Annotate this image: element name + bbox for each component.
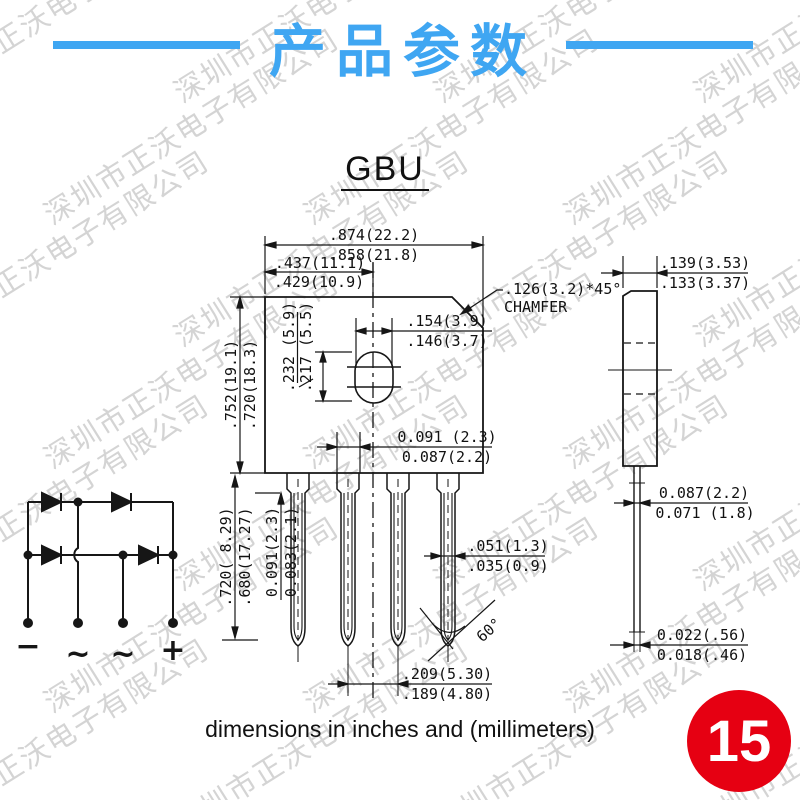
- junction-dots: [23, 497, 178, 628]
- diode: [41, 491, 64, 513]
- dim-hole-height: .232 (5.9) .217 (5.5): [280, 302, 352, 404]
- dim-shoulder-min: 0.083(2.1): [282, 507, 300, 597]
- dim-hole-offset: .437(11.1) .429(10.9): [262, 254, 376, 297]
- dim-lead-root-min: 0.087(2.2): [402, 448, 492, 466]
- dim-body-height-min: .720(18.3): [241, 340, 259, 430]
- page-number: 15: [706, 708, 772, 774]
- dim-pitch-min: .189(4.80): [402, 685, 492, 703]
- dim-hole-offset-max: .437(11.1): [275, 254, 365, 272]
- dim-hole-height-max: .232 (5.9): [280, 302, 298, 392]
- terminal-dot: [168, 618, 178, 628]
- terminal-label-plus: +: [160, 633, 185, 668]
- dim-hole-dia-min: .146(3.7): [406, 332, 487, 350]
- dim-lead-thick-min: 0.071 (1.8): [655, 504, 754, 522]
- dim-lead-width-min: .035(0.9): [467, 557, 548, 575]
- dim-lead-length-max: .720( 8.29): [217, 507, 235, 606]
- chamfer-note: .126(3.2)*45° CHAMFER: [459, 280, 621, 316]
- dim-lead-width: .051(1.3) .035(0.9): [424, 537, 549, 575]
- dim-hole-height-min: .217 (5.5): [297, 302, 315, 392]
- mounting-hole: [354, 351, 394, 404]
- terminal-dot: [118, 618, 128, 628]
- dim-tip-angle: 60°: [419, 599, 505, 662]
- dim-shoulder: 0.091(2.3) 0.083(2.1): [255, 490, 300, 600]
- dim-depth-min: .133(3.37): [660, 274, 750, 292]
- caption: dimensions in inches and (millimeters): [205, 716, 595, 742]
- terminal-label-minus: −: [15, 629, 40, 664]
- dim-tip-thick-max: 0.022(.56): [657, 626, 747, 644]
- product-title: GBU: [336, 150, 434, 191]
- dim-hole-diameter: .154(3.9) .146(3.7): [353, 312, 492, 368]
- page-title: 产品参数: [269, 20, 537, 84]
- dim-body-width: .874(22.2) .858(21.8): [262, 226, 486, 326]
- dim-hole-dia-max: .154(3.9): [406, 312, 487, 330]
- bridge-schematic: − ~ ~ +: [15, 491, 186, 672]
- dim-body-height: .752(19.1) .720(18.3): [222, 294, 265, 476]
- dim-lead-width-max: .051(1.3): [467, 537, 548, 555]
- dim-body-width-max: .874(22.2): [329, 226, 419, 244]
- page-number-badge: 15: [687, 690, 791, 792]
- diode: [138, 544, 161, 566]
- dim-lead-root-max: 0.091 (2.3): [397, 428, 496, 446]
- dim-depth-max: .139(3.53): [660, 254, 750, 272]
- terminal-dot: [23, 618, 33, 628]
- dim-pitch-max: .209(5.30): [402, 665, 492, 683]
- dim-lead-length-min: .680(17.27): [236, 507, 254, 606]
- dim-lead-length: .720( 8.29) .680(17.27): [217, 473, 258, 641]
- terminal-label-ac2: ~: [110, 637, 135, 672]
- dim-lead-thick-max: 0.087(2.2): [659, 484, 749, 502]
- terminal-dot: [73, 618, 83, 628]
- diode: [111, 491, 134, 513]
- dim-hole-offset-min: .429(10.9): [274, 273, 364, 291]
- chamfer-label: CHAMFER: [504, 298, 568, 316]
- dim-shoulder-max: 0.091(2.3): [263, 507, 281, 597]
- header-rule-right: [566, 41, 753, 49]
- header-rule-left: [53, 41, 240, 49]
- chamfer-size: .126(3.2)*45°: [504, 280, 621, 298]
- dim-lead-root: 0.091 (2.3) 0.087(2.2): [317, 428, 497, 473]
- terminal-label-ac1: ~: [65, 637, 90, 672]
- dim-tip-thick-min: 0.018(.46): [657, 646, 747, 664]
- dim-tip-angle-value: 60°: [473, 614, 505, 646]
- side-view: .139(3.53) .133(3.37) 0.087(2.2) 0.071 (…: [601, 254, 755, 664]
- dim-body-width-min: .858(21.8): [329, 246, 419, 264]
- front-view-pins: [286, 473, 460, 696]
- dim-body-height-max: .752(19.1): [222, 340, 240, 430]
- diode: [41, 544, 64, 566]
- dim-pitch: .209(5.30) .189(4.80): [328, 665, 492, 703]
